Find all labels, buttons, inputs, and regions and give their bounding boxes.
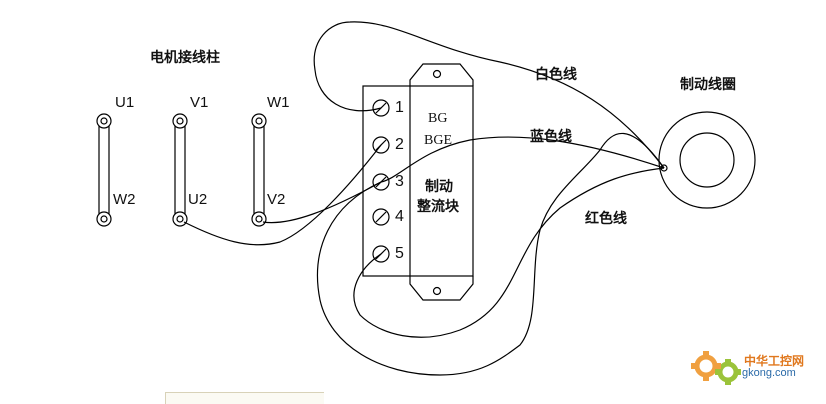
terminal-label-w1: W1 <box>267 94 290 111</box>
brake-coil-label: 制动线圈 <box>680 77 736 93</box>
terminal-label-u1: U1 <box>115 94 135 111</box>
wire-label-red: 红色线 <box>585 211 627 227</box>
pin-label-3: 3 <box>395 173 404 190</box>
rectifier-model-bge: BGE <box>424 133 452 148</box>
terminal-label-v1: V1 <box>190 94 209 111</box>
rectifier-label-block: 整流块 <box>417 199 459 215</box>
gear-logo-icon <box>691 351 741 385</box>
rectifier-label-brake: 制动 <box>425 179 453 195</box>
terminal-link-w1-v2 <box>251 113 267 227</box>
terminal-link-u1-w2 <box>96 113 112 227</box>
brake-coil <box>658 111 756 209</box>
wire-coil-loop <box>316 132 665 376</box>
bottom-edge-strip <box>165 392 324 404</box>
terminal-label-u2: U2 <box>188 191 208 208</box>
pin-label-4: 4 <box>395 208 404 225</box>
pin-circle-2 <box>372 136 390 154</box>
terminal-link-v1-u2 <box>172 113 188 227</box>
terminal-label-w2: W2 <box>113 191 136 208</box>
rectifier-model-bg: BG <box>428 111 448 126</box>
pin-circle-5 <box>372 245 390 263</box>
pin-label-1: 1 <box>395 99 404 116</box>
pin-label-2: 2 <box>395 136 404 153</box>
wire-blue <box>380 136 665 183</box>
wire-red <box>353 167 665 338</box>
pin-circle-4 <box>372 208 390 226</box>
pin-circle-1 <box>372 99 390 117</box>
wire-label-blue: 蓝色线 <box>530 129 572 145</box>
watermark-url: gkong.com <box>742 367 796 379</box>
rectifier-module <box>409 63 474 301</box>
watermark-title: 中华工控网 <box>744 354 805 368</box>
wire-u2-to-pin2 <box>183 144 382 246</box>
terminal-label-v2: V2 <box>267 191 286 208</box>
pin-circle-3 <box>372 173 390 191</box>
wire-label-white: 白色线 <box>535 67 577 83</box>
wire-white <box>313 21 665 169</box>
pin-label-5: 5 <box>395 245 404 262</box>
motor-terminal-title: 电机接线柱 <box>150 50 220 66</box>
rectifier-block <box>362 85 474 277</box>
